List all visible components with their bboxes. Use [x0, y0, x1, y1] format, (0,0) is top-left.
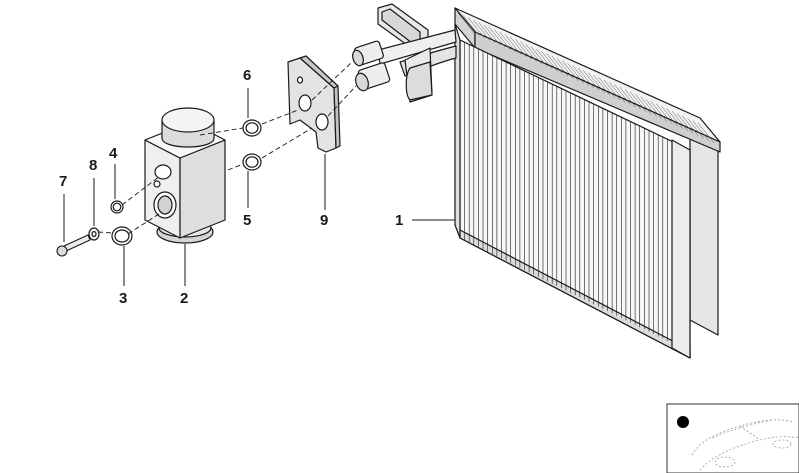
callout-evaporator: 1: [395, 212, 404, 229]
small-o-ring: [110, 200, 124, 214]
callout-small-o-ring: 4: [109, 145, 118, 162]
evaporator-tank-rib: [536, 48, 553, 70]
bolt: [56, 234, 91, 257]
evaporator: [454, 7, 721, 359]
evaporator-tank-rib: [510, 36, 527, 58]
evaporator-tank-rib: [541, 51, 558, 72]
evaporator-tank-rib: [473, 20, 490, 41]
evaporator-tank-rib: [656, 103, 673, 125]
evaporator-tank-rib: [530, 46, 548, 67]
evaporator-tank-rib: [682, 115, 699, 136]
o-ring-upper: [242, 119, 262, 137]
car-locator-icon: [666, 403, 799, 473]
assembly-lines: [97, 61, 357, 235]
evaporator-tank-rib: [687, 118, 704, 139]
evaporator-tank-rib: [567, 63, 584, 84]
evaporator-tank-rib: [635, 94, 652, 115]
evaporator-tank-rib: [489, 27, 506, 48]
evaporator-tank-rib: [645, 98, 662, 120]
evaporator-tank-rib: [640, 96, 657, 117]
evaporator-tank-rib: [598, 77, 616, 98]
evaporator-tank-rib: [483, 24, 501, 46]
evaporator-tank-rib: [520, 41, 537, 62]
evaporator-tank-rib: [478, 22, 496, 43]
pipe-fitting-upper: [352, 40, 384, 67]
leader-lines: [63, 88, 455, 286]
evaporator-tank-rib: [556, 58, 574, 79]
evaporator-tank-rib: [666, 108, 683, 129]
evaporator-tank-rib: [692, 120, 709, 141]
evaporator-tank-rib: [494, 29, 511, 50]
evaporator-tank-rib: [619, 86, 636, 108]
evaporator-tank-rib: [697, 122, 715, 144]
evaporator-pipes: [352, 3, 457, 103]
evaporator-tank-rib: [546, 53, 563, 74]
evaporator-tank-rib: [499, 31, 516, 53]
evaporator-tank-rib: [457, 12, 475, 34]
evaporator-tank-rib: [588, 72, 605, 93]
gasket-plate: [287, 55, 341, 153]
callout-large-o-ring: 3: [119, 290, 128, 307]
evaporator-tank-rib: [671, 110, 689, 132]
evaporator-tank-rib: [515, 39, 532, 60]
evaporator-tank-rib: [572, 65, 589, 86]
expansion-valve: [144, 107, 226, 244]
evaporator-tank-rib: [603, 79, 621, 101]
callout-bolt: 7: [59, 173, 68, 190]
o-ring-lower: [242, 153, 262, 171]
callout-o-ring-lower: 5: [243, 212, 252, 229]
evaporator-tank-rib: [463, 15, 480, 36]
callout-washer: 8: [89, 157, 98, 174]
evaporator-tank-rib: [562, 60, 579, 81]
evaporator-tank-rib: [609, 82, 626, 103]
evaporator-tank-rib: [624, 89, 642, 110]
evaporator-tank-rib: [583, 70, 600, 91]
evaporator-tank-rib: [650, 101, 668, 122]
evaporator-tank-rib: [504, 34, 522, 55]
callout-expansion-valve: 2: [180, 290, 189, 307]
evaporator-tank-rib: [614, 84, 631, 105]
evaporator-tank-rib: [551, 55, 569, 77]
evaporator-tank-rib: [676, 113, 694, 134]
washer: [88, 227, 100, 241]
evaporator-tank-rib: [630, 91, 647, 113]
evaporator-tank-rib: [661, 106, 678, 127]
location-dot-icon: [677, 416, 689, 428]
pipe-fitting-lower: [355, 62, 391, 92]
large-o-ring: [111, 226, 133, 246]
evaporator-tank-rib: [577, 67, 595, 89]
callout-gasket-plate: 9: [320, 212, 329, 229]
evaporator-tank-rib: [525, 43, 542, 65]
evaporator-tank-rib: [468, 17, 485, 38]
callout-o-ring-upper: 6: [243, 67, 252, 84]
evaporator-tank-rib: [593, 75, 610, 96]
